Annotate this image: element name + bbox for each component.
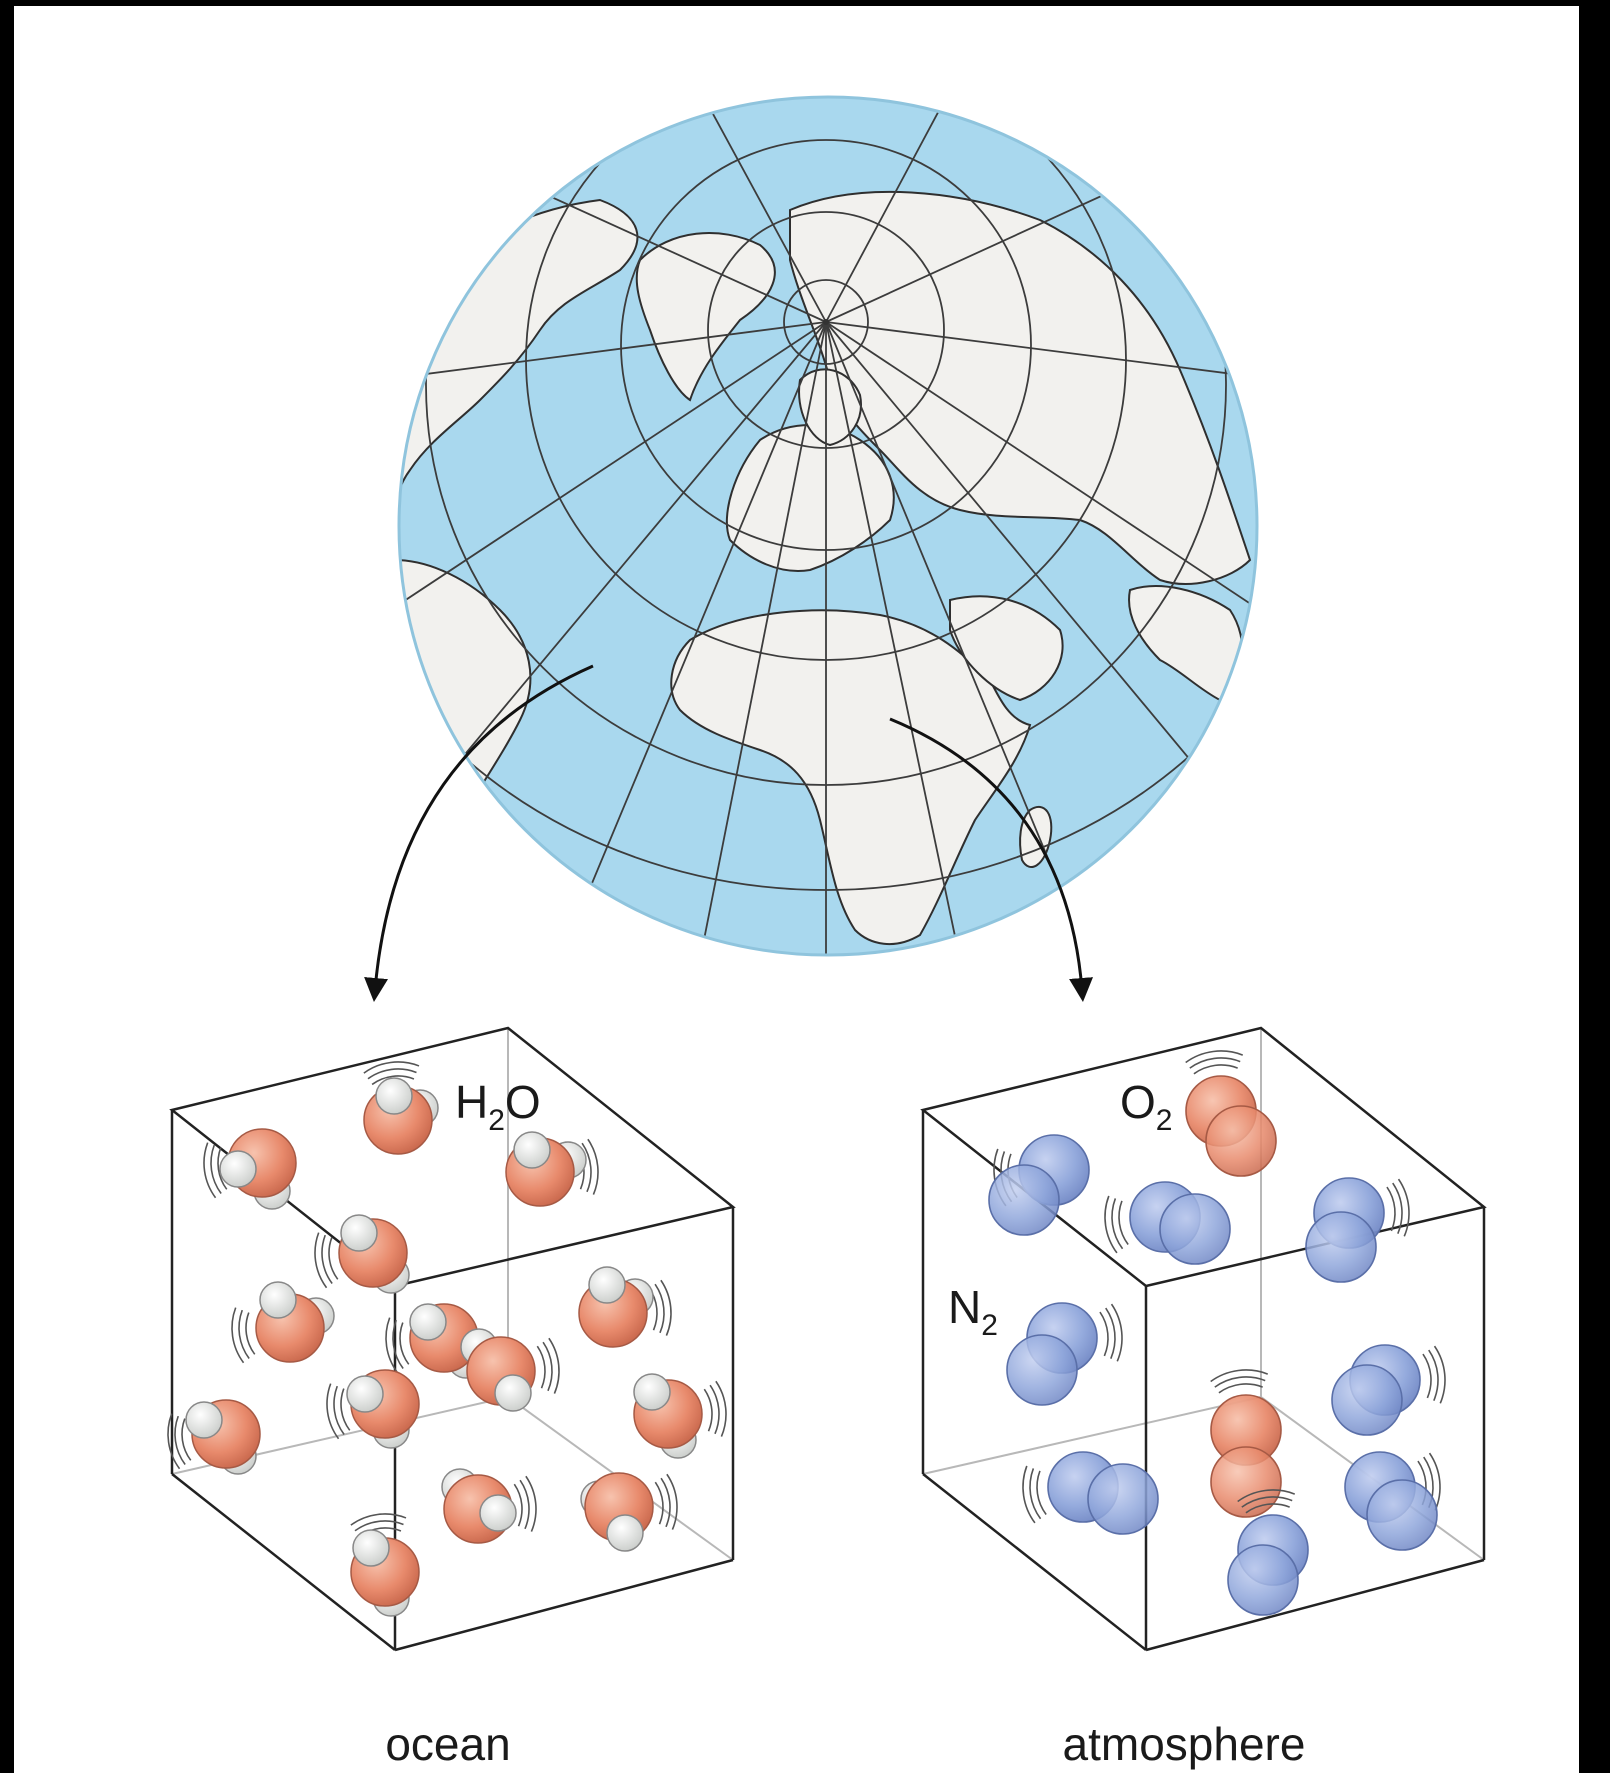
ocean-label: ocean <box>385 1718 510 1770</box>
nitrogen-molecule-icon <box>1331 1344 1446 1436</box>
nitrogen-molecule-icon <box>1104 1181 1231 1265</box>
arrow-to-atmosphere <box>889 717 1093 1002</box>
nitrogen-molecule-icon <box>1344 1451 1441 1551</box>
nitrogen-molecule-icon <box>1305 1177 1410 1283</box>
africa-landmass <box>670 609 1032 946</box>
ocean-cube <box>169 1026 736 1652</box>
nitrogen-molecule-icon <box>1022 1451 1159 1535</box>
water-molecule-icon <box>231 1281 335 1364</box>
atmosphere-label: atmosphere <box>1063 1718 1306 1770</box>
water-molecule-icon <box>441 1468 537 1544</box>
water-molecule-icon <box>167 1399 261 1475</box>
water-molecule-icon <box>314 1214 410 1294</box>
water-molecule-icon <box>326 1369 420 1449</box>
water-molecule-icon <box>505 1131 599 1207</box>
greenland-landmass <box>635 232 776 402</box>
nitrogen-molecule-icon <box>1006 1302 1123 1406</box>
asia-landmass <box>789 190 1252 585</box>
water-molecule-icon <box>578 1266 672 1348</box>
water-molecule-icon <box>580 1472 678 1552</box>
arrow-to-ocean <box>364 664 594 1002</box>
nitrogen-molecule-icon <box>988 1134 1090 1236</box>
n2-label: N2 <box>948 1281 998 1342</box>
atmosphere-cube <box>920 1026 1487 1652</box>
water-molecule-icon <box>460 1328 560 1412</box>
earth-globe-icon <box>397 95 1259 957</box>
nitrogen-molecule-icon <box>1227 1489 1309 1616</box>
h2o-label: H2O <box>455 1076 541 1137</box>
water-molecule-icon <box>203 1128 297 1210</box>
atmosphere-molecules <box>988 1050 1446 1616</box>
oxygen-molecule-icon <box>1210 1369 1282 1518</box>
oxygen-molecule-icon <box>1185 1050 1277 1177</box>
water-molecule-icon <box>633 1373 727 1459</box>
o2-label: O2 <box>1120 1076 1172 1137</box>
scandinavia-landmass <box>798 368 862 447</box>
water-molecule-icon <box>363 1061 439 1155</box>
ocean-molecules <box>167 1061 727 1617</box>
water-molecule-icon <box>350 1513 420 1617</box>
